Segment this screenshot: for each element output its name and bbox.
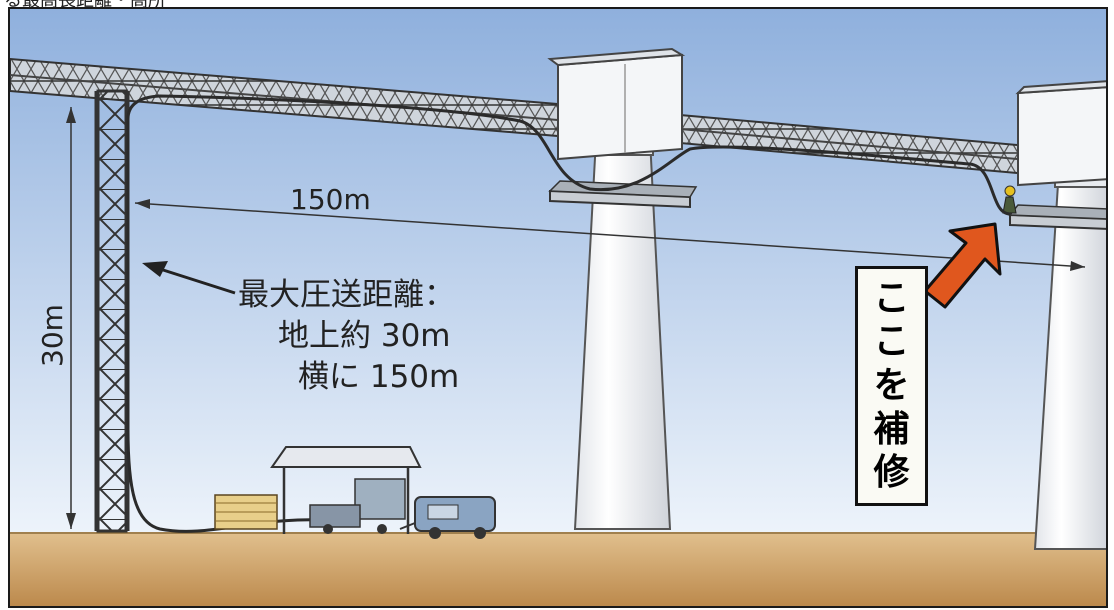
max-distance-horizontal: 横に 150m (298, 359, 459, 395)
callout-char: こ (873, 277, 910, 319)
construction-scene: 150m 30m 最大圧送距離： 地上約 30m 横に 150m (10, 9, 1106, 606)
callout-char: 補 (873, 408, 910, 450)
horizontal-dimension-line (134, 199, 1086, 271)
callout-char: を (873, 364, 910, 406)
orange-callout-arrow (923, 222, 1002, 309)
compressor-trailer (399, 496, 496, 539)
repair-here-callout: こ こ を 補 修 (855, 266, 928, 506)
header-partial-text: る最高長距離・高所 (4, 0, 166, 11)
max-distance-title: 最大圧送距離： (238, 277, 455, 313)
vertical-dimension-line (66, 107, 76, 529)
callout-char: 修 (873, 452, 910, 494)
pointer-arrow-left (142, 261, 236, 295)
callout-char: こ (873, 321, 910, 363)
bridge-pillar-2 (1002, 80, 1106, 550)
horizontal-distance-label: 150m (290, 183, 371, 216)
ground (10, 532, 1106, 606)
max-distance-height: 地上約 30m (278, 318, 451, 354)
pump-hose (126, 94, 1011, 533)
pump-station (214, 446, 422, 534)
lattice-tower (94, 89, 130, 533)
vertical-height-label: 30m (36, 304, 69, 367)
bridge-pillar-1 (547, 47, 698, 530)
illustration-frame: 150m 30m 最大圧送距離： 地上約 30m 横に 150m (8, 7, 1108, 608)
